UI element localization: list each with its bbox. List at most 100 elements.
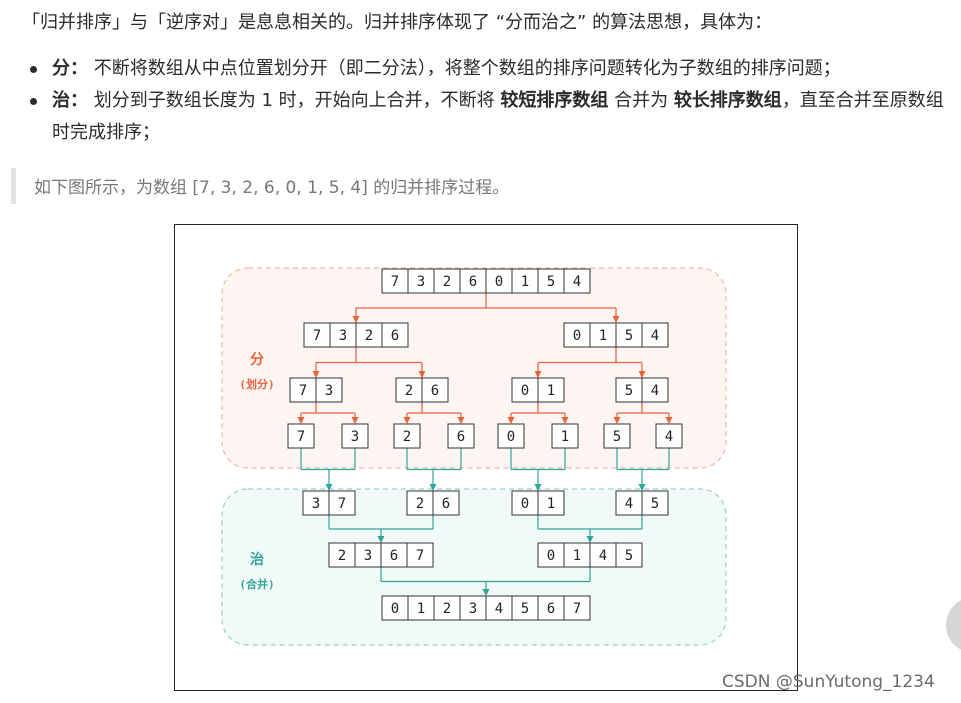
array-cell: 0 <box>573 328 581 344</box>
intro-paragraph: 「归并排序」与「逆序对」是息息相关的。归并排序体现了 “分而治之” 的算法思想，… <box>22 12 773 33</box>
array-cell: 3 <box>364 548 372 564</box>
item-text: 合并为 <box>608 90 674 111</box>
array-cell: 5 <box>613 429 621 445</box>
array-cell: 6 <box>457 429 465 445</box>
merge-region <box>221 488 727 646</box>
array-cell: 3 <box>351 429 359 445</box>
array-cell: 0 <box>521 383 529 399</box>
array-cell: 4 <box>599 548 607 564</box>
array-cell: 6 <box>547 601 555 617</box>
item-text: 不断将数组从中点位置划分开（即二分法），将整个数组的排序问题转化为子数组的排序问… <box>93 58 841 79</box>
array-block: 2 3 6 7 <box>328 542 434 568</box>
array-cell: 3 <box>325 383 333 399</box>
array-cell: 7 <box>391 274 399 290</box>
array-cell: 7 <box>338 496 346 512</box>
array-cell: 5 <box>625 328 633 344</box>
array-cell: 2 <box>416 496 424 512</box>
array-cell: 1 <box>561 429 569 445</box>
array-cell: 4 <box>651 328 659 344</box>
divide-label: 分 <box>250 352 264 368</box>
array-cell: 5 <box>625 383 633 399</box>
watermark: CSDN @SunYutong_1234 <box>722 672 935 692</box>
array-cell: 2 <box>405 383 413 399</box>
array-block: 3 <box>341 423 369 449</box>
divide-region <box>221 267 727 469</box>
array-block: 6 <box>447 423 475 449</box>
array-cell: 6 <box>391 328 399 344</box>
array-cell: 1 <box>573 548 581 564</box>
array-cell: 7 <box>573 601 581 617</box>
merge-sublabel: (合并) <box>239 577 274 591</box>
array-cell: 1 <box>547 383 555 399</box>
item-label: 治： <box>52 90 88 111</box>
array-cell: 7 <box>416 548 424 564</box>
quote-text: 如下图所示，为数组 [7, 3, 2, 6, 0, 1, 5, 4] 的归并排序… <box>34 178 510 198</box>
array-cell: 1 <box>547 496 555 512</box>
array-cell: 5 <box>547 274 555 290</box>
array-cell: 6 <box>390 548 398 564</box>
item-label: 分： <box>52 58 88 79</box>
array-cell: 6 <box>431 383 439 399</box>
definition-list: 分： 不断将数组从中点位置划分开（即二分法），将整个数组的排序问题转化为子数组的… <box>30 53 950 149</box>
item-emphasis: 较长排序数组 <box>673 90 782 111</box>
array-block: 5 <box>603 423 631 449</box>
item-emphasis: 较短排序数组 <box>500 90 609 111</box>
array-cell: 6 <box>469 274 477 290</box>
array-block: 1 <box>551 423 579 449</box>
array-cell: 0 <box>521 496 529 512</box>
array-cell: 0 <box>495 274 503 290</box>
array-cell: 4 <box>495 601 503 617</box>
array-cell: 5 <box>521 601 529 617</box>
array-cell: 0 <box>391 601 399 617</box>
array-cell: 1 <box>599 328 607 344</box>
array-cell: 3 <box>417 274 425 290</box>
array-block: 2 <box>393 423 421 449</box>
item-text: ，直至合并至原数组时完成排序； <box>52 90 944 143</box>
array-cell: 2 <box>443 601 451 617</box>
divide-sublabel: (划分) <box>239 377 274 391</box>
array-cell: 4 <box>665 429 673 445</box>
array-cell: 7 <box>313 328 321 344</box>
array-block: 0 <box>497 423 525 449</box>
list-item-merge: 治： 划分到子数组长度为 1 时，开始向上合并，不断将 较短排序数组 合并为 较… <box>30 85 950 149</box>
array-cell: 3 <box>312 496 320 512</box>
array-cell: 0 <box>507 429 515 445</box>
array-cell: 5 <box>625 548 633 564</box>
array-cell: 6 <box>442 496 450 512</box>
array-block: 7 <box>287 423 315 449</box>
array-cell: 2 <box>403 429 411 445</box>
bullet-icon <box>30 98 37 105</box>
scroll-to-top-button[interactable] <box>946 597 961 653</box>
array-cell: 3 <box>469 601 477 617</box>
array-block: 0 1 5 4 <box>563 322 669 348</box>
array-cell: 4 <box>651 383 659 399</box>
array-block: 4 <box>655 423 683 449</box>
blockquote: 如下图所示，为数组 [7, 3, 2, 6, 0, 1, 5, 4] 的归并排序… <box>11 168 956 204</box>
array-cell: 1 <box>417 601 425 617</box>
array-cell: 2 <box>365 328 373 344</box>
array-cell: 7 <box>297 429 305 445</box>
array-cell: 4 <box>573 274 581 290</box>
array-cell: 2 <box>443 274 451 290</box>
array-cell: 5 <box>651 496 659 512</box>
merge-label: 治 <box>250 551 264 568</box>
list-item-divide: 分： 不断将数组从中点位置划分开（即二分法），将整个数组的排序问题转化为子数组的… <box>30 53 950 85</box>
array-block: 0 1 2 3 4 5 6 7 <box>381 595 591 621</box>
array-cell: 2 <box>338 548 346 564</box>
bullet-icon <box>30 66 37 73</box>
item-text: 划分到子数组长度为 1 时，开始向上合并，不断将 <box>93 90 501 111</box>
array-cell: 4 <box>625 496 633 512</box>
array-cell: 1 <box>521 274 529 290</box>
array-block: 7 3 2 6 0 1 5 4 <box>381 268 591 294</box>
